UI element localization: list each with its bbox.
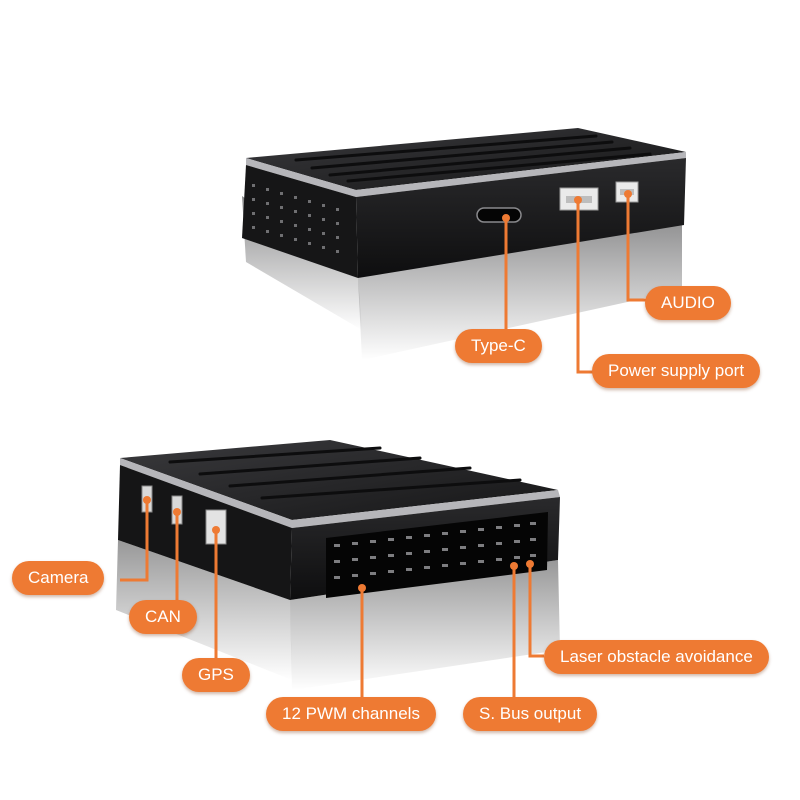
pwm-pins: [334, 522, 536, 579]
callout-power-supply-port: Power supply port: [592, 354, 761, 388]
device-front-reflection-left: [116, 540, 292, 680]
callout-camera: Camera: [12, 561, 105, 595]
device-front-left-face: [118, 465, 292, 600]
device-front-top-ribs: [168, 446, 522, 500]
type-c-port: [476, 207, 522, 223]
device-front-bevel: [120, 458, 560, 528]
callout-gps: GPS: [182, 658, 250, 692]
device-rear-pin-grid: [252, 184, 339, 253]
callout-can: CAN: [129, 600, 197, 634]
callout-type-c: Type-C: [455, 329, 542, 363]
device-rear-left-face: [242, 165, 358, 278]
callout-audio: AUDIO: [645, 286, 731, 320]
device-front-top-face: [120, 440, 558, 520]
device-rear-view: [242, 128, 686, 360]
device-rear-top-ribs: [294, 134, 652, 183]
callout-laser-obstacle-avoidance: Laser obstacle avoidance: [544, 640, 769, 674]
leader-lines: [120, 194, 646, 700]
leader-laser: [528, 564, 544, 658]
device-front-view: [116, 440, 560, 690]
pwm-pin-header: [326, 512, 548, 598]
leader-camera: [120, 500, 149, 582]
leader-audio: [626, 194, 646, 302]
leader-dots: [143, 190, 632, 592]
leader-power-supply: [576, 200, 596, 374]
callout-sbus-output: S. Bus output: [463, 697, 598, 731]
device-rear-reflection-front: [358, 212, 682, 360]
device-rear-top-face: [246, 128, 686, 190]
callout-pwm-channels: 12 PWM channels: [266, 697, 436, 731]
